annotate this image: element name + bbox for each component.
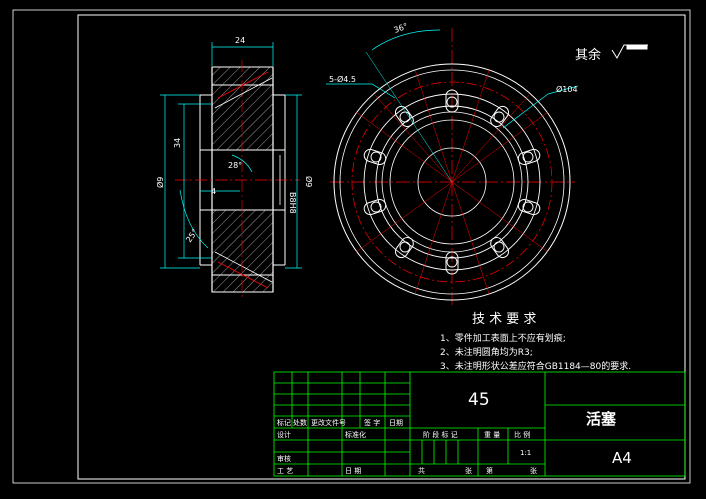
- svg-text:标记: 标记: [277, 418, 291, 427]
- title-block: [273, 371, 686, 477]
- front-view: [326, 28, 579, 305]
- svg-text:第: 第: [486, 466, 493, 475]
- tech-req-item-2: 2、未注明圆角均为R3;: [440, 346, 533, 358]
- dim-width-24: 24: [235, 36, 245, 45]
- svg-text:审核: 审核: [277, 454, 291, 463]
- material: 45: [468, 390, 490, 410]
- svg-text:更改文件号: 更改文件号: [311, 418, 346, 427]
- svg-text:张: 张: [530, 466, 537, 475]
- dim-outer-left: Ø9: [155, 177, 165, 188]
- svg-text:张: 张: [465, 466, 472, 475]
- scale: 1:1: [520, 449, 531, 457]
- svg-text:阶 段 标 记: 阶 段 标 记: [423, 430, 458, 439]
- roughness-note: 其余: [575, 47, 601, 63]
- part-name: 活塞: [586, 410, 617, 428]
- svg-text:共: 共: [418, 466, 425, 475]
- dim-angle-36: 36°: [393, 22, 409, 35]
- svg-text:比 例: 比 例: [514, 430, 530, 439]
- dim-angle-28: 28°: [228, 161, 242, 170]
- inner-border: [77, 14, 686, 480]
- dim-outer-right: Ø9: [304, 176, 314, 187]
- sheet-size: A4: [612, 449, 632, 467]
- dim-4: 4: [211, 187, 216, 196]
- section-view: [175, 60, 300, 300]
- dim-holes: 5-Ø4.5: [329, 74, 356, 84]
- dim-diameter-104: Ø104: [556, 84, 578, 94]
- svg-text:日期: 日期: [389, 419, 403, 427]
- outer-border: [12, 9, 691, 484]
- svg-text:工 艺: 工 艺: [277, 467, 293, 475]
- svg-text:签 字: 签 字: [364, 418, 380, 427]
- tech-req-item-3: 3、未注明形状公差应符合GB1184—80的要求.: [440, 360, 631, 372]
- title-block-labels: 标记 处数 更改文件号 签 字 日期 设计 标准化 审核 工 艺 日 期 阶 段…: [277, 418, 537, 475]
- section-dimensions: [160, 42, 302, 269]
- tech-req-item-1: 1、零件加工表面上不应有划痕;: [440, 332, 566, 344]
- dim-inner-spline: B8H8: [288, 192, 297, 214]
- tech-req-title: 技 术 要 求: [472, 312, 536, 327]
- svg-text:日 期: 日 期: [345, 467, 361, 475]
- svg-text:标准化: 标准化: [345, 430, 366, 439]
- svg-text:重 量: 重 量: [484, 431, 500, 439]
- dim-34: 34: [173, 138, 182, 148]
- svg-text:设计: 设计: [277, 430, 291, 439]
- roughness-symbol-icon: [611, 44, 648, 59]
- dim-angle-25: 25°: [184, 227, 200, 244]
- svg-text:处数: 处数: [293, 418, 307, 427]
